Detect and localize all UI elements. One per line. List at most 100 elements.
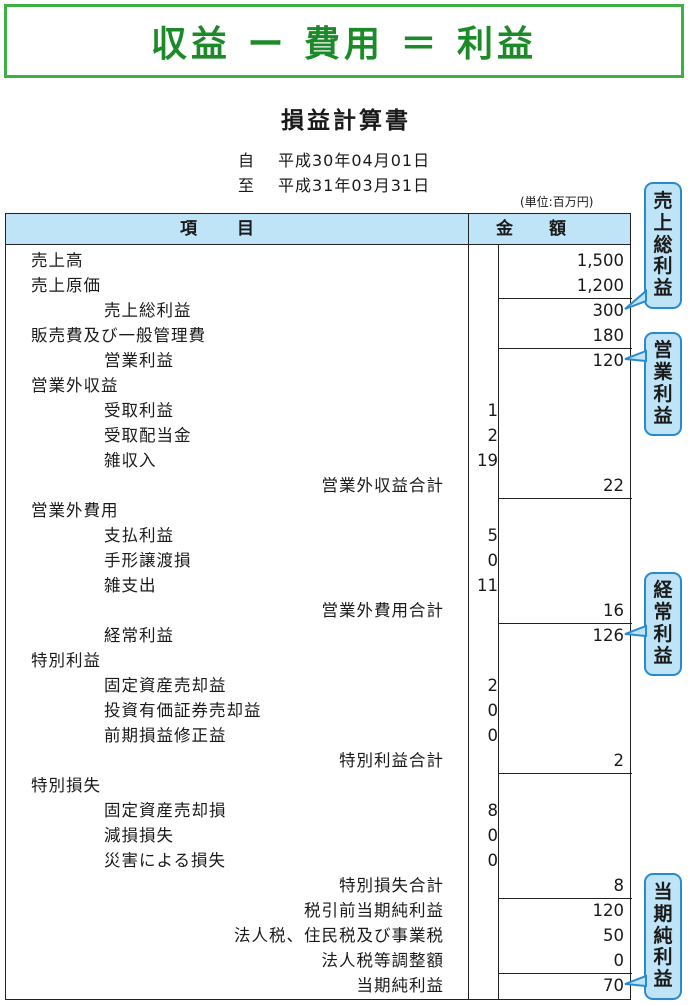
row-label: 受取利益 [104, 401, 174, 420]
row-label: 営業外収益 [31, 376, 119, 395]
row-label: 税引前当期純利益 [304, 901, 444, 920]
row-label: 営業外費用 [31, 501, 119, 520]
row-label: 投資有価証券売却益 [104, 701, 262, 720]
table-row: 営業外費用合計 16 [6, 598, 632, 623]
profit-tag-char: 営 [653, 339, 673, 362]
row-amount: 2 [613, 751, 625, 770]
row-label: 支払利益 [104, 526, 174, 545]
header-amount: 金額 [496, 219, 602, 239]
row-label: 営業外収益合計 [321, 476, 444, 495]
row-label: 雑収入 [104, 451, 157, 470]
row-amount: 50 [603, 926, 624, 945]
table-row: 営業外費用 [6, 498, 632, 523]
profit-tag-char: 常 [653, 601, 673, 624]
profit-tag: 当期純利益 [644, 873, 682, 1000]
row-sub-amount: 0 [487, 826, 499, 845]
table-row: 災害による損失 0 [6, 848, 632, 873]
row-label: 売上原価 [31, 276, 101, 295]
row-sub-amount: 5 [487, 526, 499, 545]
profit-tag-char: 純 [653, 924, 673, 947]
profit-tag-char: 利 [653, 946, 673, 969]
row-amount: 1,500 [576, 251, 624, 270]
profit-tag-char: 益 [653, 644, 673, 667]
row-sub-amount: 8 [487, 801, 499, 820]
row-label: 営業利益 [104, 351, 174, 370]
row-label: 受取配当金 [104, 426, 192, 445]
row-sub-amount: 11 [477, 576, 498, 595]
document-title: 損益計算書 [281, 108, 411, 134]
period-to-label: 至 [238, 176, 256, 195]
period-from-date: 平成30年04月01日 [278, 151, 431, 170]
row-label: 特別損失 [31, 776, 101, 795]
profit-tag-char: 売 [653, 189, 673, 212]
row-label: 法人税、住民税及び事業税 [234, 926, 444, 945]
row-amount: 126 [592, 626, 625, 645]
row-label: 固定資産売却益 [104, 676, 227, 695]
period-to-date: 平成31年03月31日 [278, 176, 431, 195]
row-label: 特別損失合計 [339, 876, 444, 895]
row-label: 前期損益修正益 [104, 726, 227, 745]
row-label: 特別利益 [31, 651, 101, 670]
profit-tag-char: 利 [653, 383, 673, 405]
table-row: 営業外収益合計 22 [6, 473, 632, 498]
table-row: 支払利益 5 [6, 523, 632, 548]
profit-tag-char: 期 [653, 902, 673, 925]
table-row: 雑収入 19 [6, 448, 632, 473]
table-row: 固定資産売却損 8 [6, 798, 632, 823]
profit-tag: 営業利益 [644, 332, 682, 436]
table-row: 受取利益 1 [6, 398, 632, 423]
table-row: 特別利益 [6, 648, 632, 673]
profit-tag-char: 益 [653, 277, 673, 300]
profit-tag: 売上総利益 [644, 182, 682, 309]
sum-line [498, 773, 632, 774]
table-header: 項目 金額 [6, 214, 630, 245]
row-label: 当期純利益 [356, 976, 444, 995]
row-sub-amount: 0 [487, 551, 499, 570]
row-sub-amount: 19 [477, 451, 498, 470]
period-to: 至 平成31年03月31日 [238, 172, 430, 196]
profit-tag-char: 当 [653, 880, 673, 903]
table-row: 特別損失合計 8 [6, 873, 632, 898]
row-amount: 8 [613, 876, 625, 895]
row-label: 営業外費用合計 [321, 601, 444, 620]
profit-tag-char: 利 [653, 623, 673, 645]
row-label: 売上総利益 [104, 301, 192, 320]
table-row: 特別利益合計 2 [6, 748, 632, 773]
row-label: 特別利益合計 [339, 751, 444, 770]
row-label: 雑支出 [104, 576, 157, 595]
row-amount: 300 [592, 301, 625, 320]
row-amount: 22 [603, 476, 624, 495]
column-divider-amount [498, 244, 499, 999]
profit-tag: 経常利益 [644, 572, 682, 676]
row-amount: 16 [603, 601, 624, 620]
formula-banner: 収益 ー 費用 ＝ 利益 [4, 4, 684, 78]
table-row: 法人税、住民税及び事業税 50 [6, 923, 632, 948]
table-row: 手形譲渡損 0 [6, 548, 632, 573]
row-label: 販売費及び一般管理費 [31, 326, 206, 345]
row-amount: 180 [592, 326, 625, 345]
sum-line [498, 348, 632, 349]
row-sub-amount: 2 [487, 426, 499, 445]
table-row: 特別損失 [6, 773, 632, 798]
row-label: 災害による損失 [104, 851, 227, 870]
row-amount: 0 [613, 951, 625, 970]
sum-line [498, 898, 632, 899]
row-label: 手形譲渡損 [104, 551, 192, 570]
row-sub-amount: 1 [487, 401, 499, 420]
row-label: 固定資産売却損 [104, 801, 227, 820]
profit-tag-char: 総 [653, 233, 673, 256]
row-sub-amount: 0 [487, 851, 499, 870]
period-from: 自平成30年04月01日 [238, 147, 430, 171]
column-divider-sub [468, 214, 469, 999]
